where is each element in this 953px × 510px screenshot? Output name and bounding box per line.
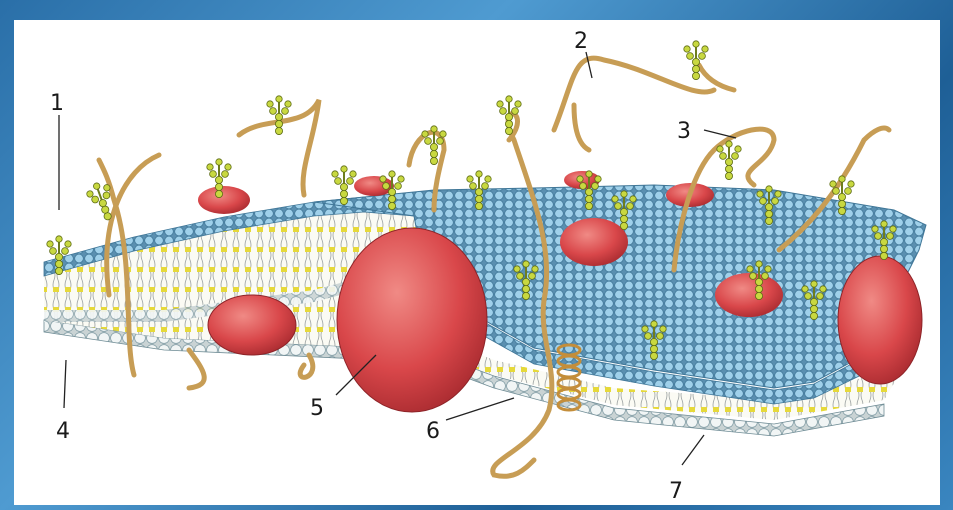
label-3: 3: [677, 119, 691, 144]
label-6: 6: [426, 419, 440, 444]
protein-large-5: [337, 228, 487, 412]
protein-right-center: [715, 273, 783, 317]
protein-lower-left: [208, 295, 296, 355]
label-2: 2: [574, 29, 588, 54]
label-5: 5: [310, 396, 324, 421]
diagram-canvas: 1 2 3 4 5 6 7: [14, 20, 940, 505]
cell-membrane-diagram: 1 2 3 4 5 6 7: [14, 20, 940, 505]
label-1: 1: [50, 91, 64, 116]
protein-center: [560, 218, 628, 266]
label-4: 4: [56, 419, 70, 444]
label-7: 7: [669, 479, 683, 504]
protein-top-left: [198, 186, 250, 214]
protein-far-right: [838, 256, 922, 384]
